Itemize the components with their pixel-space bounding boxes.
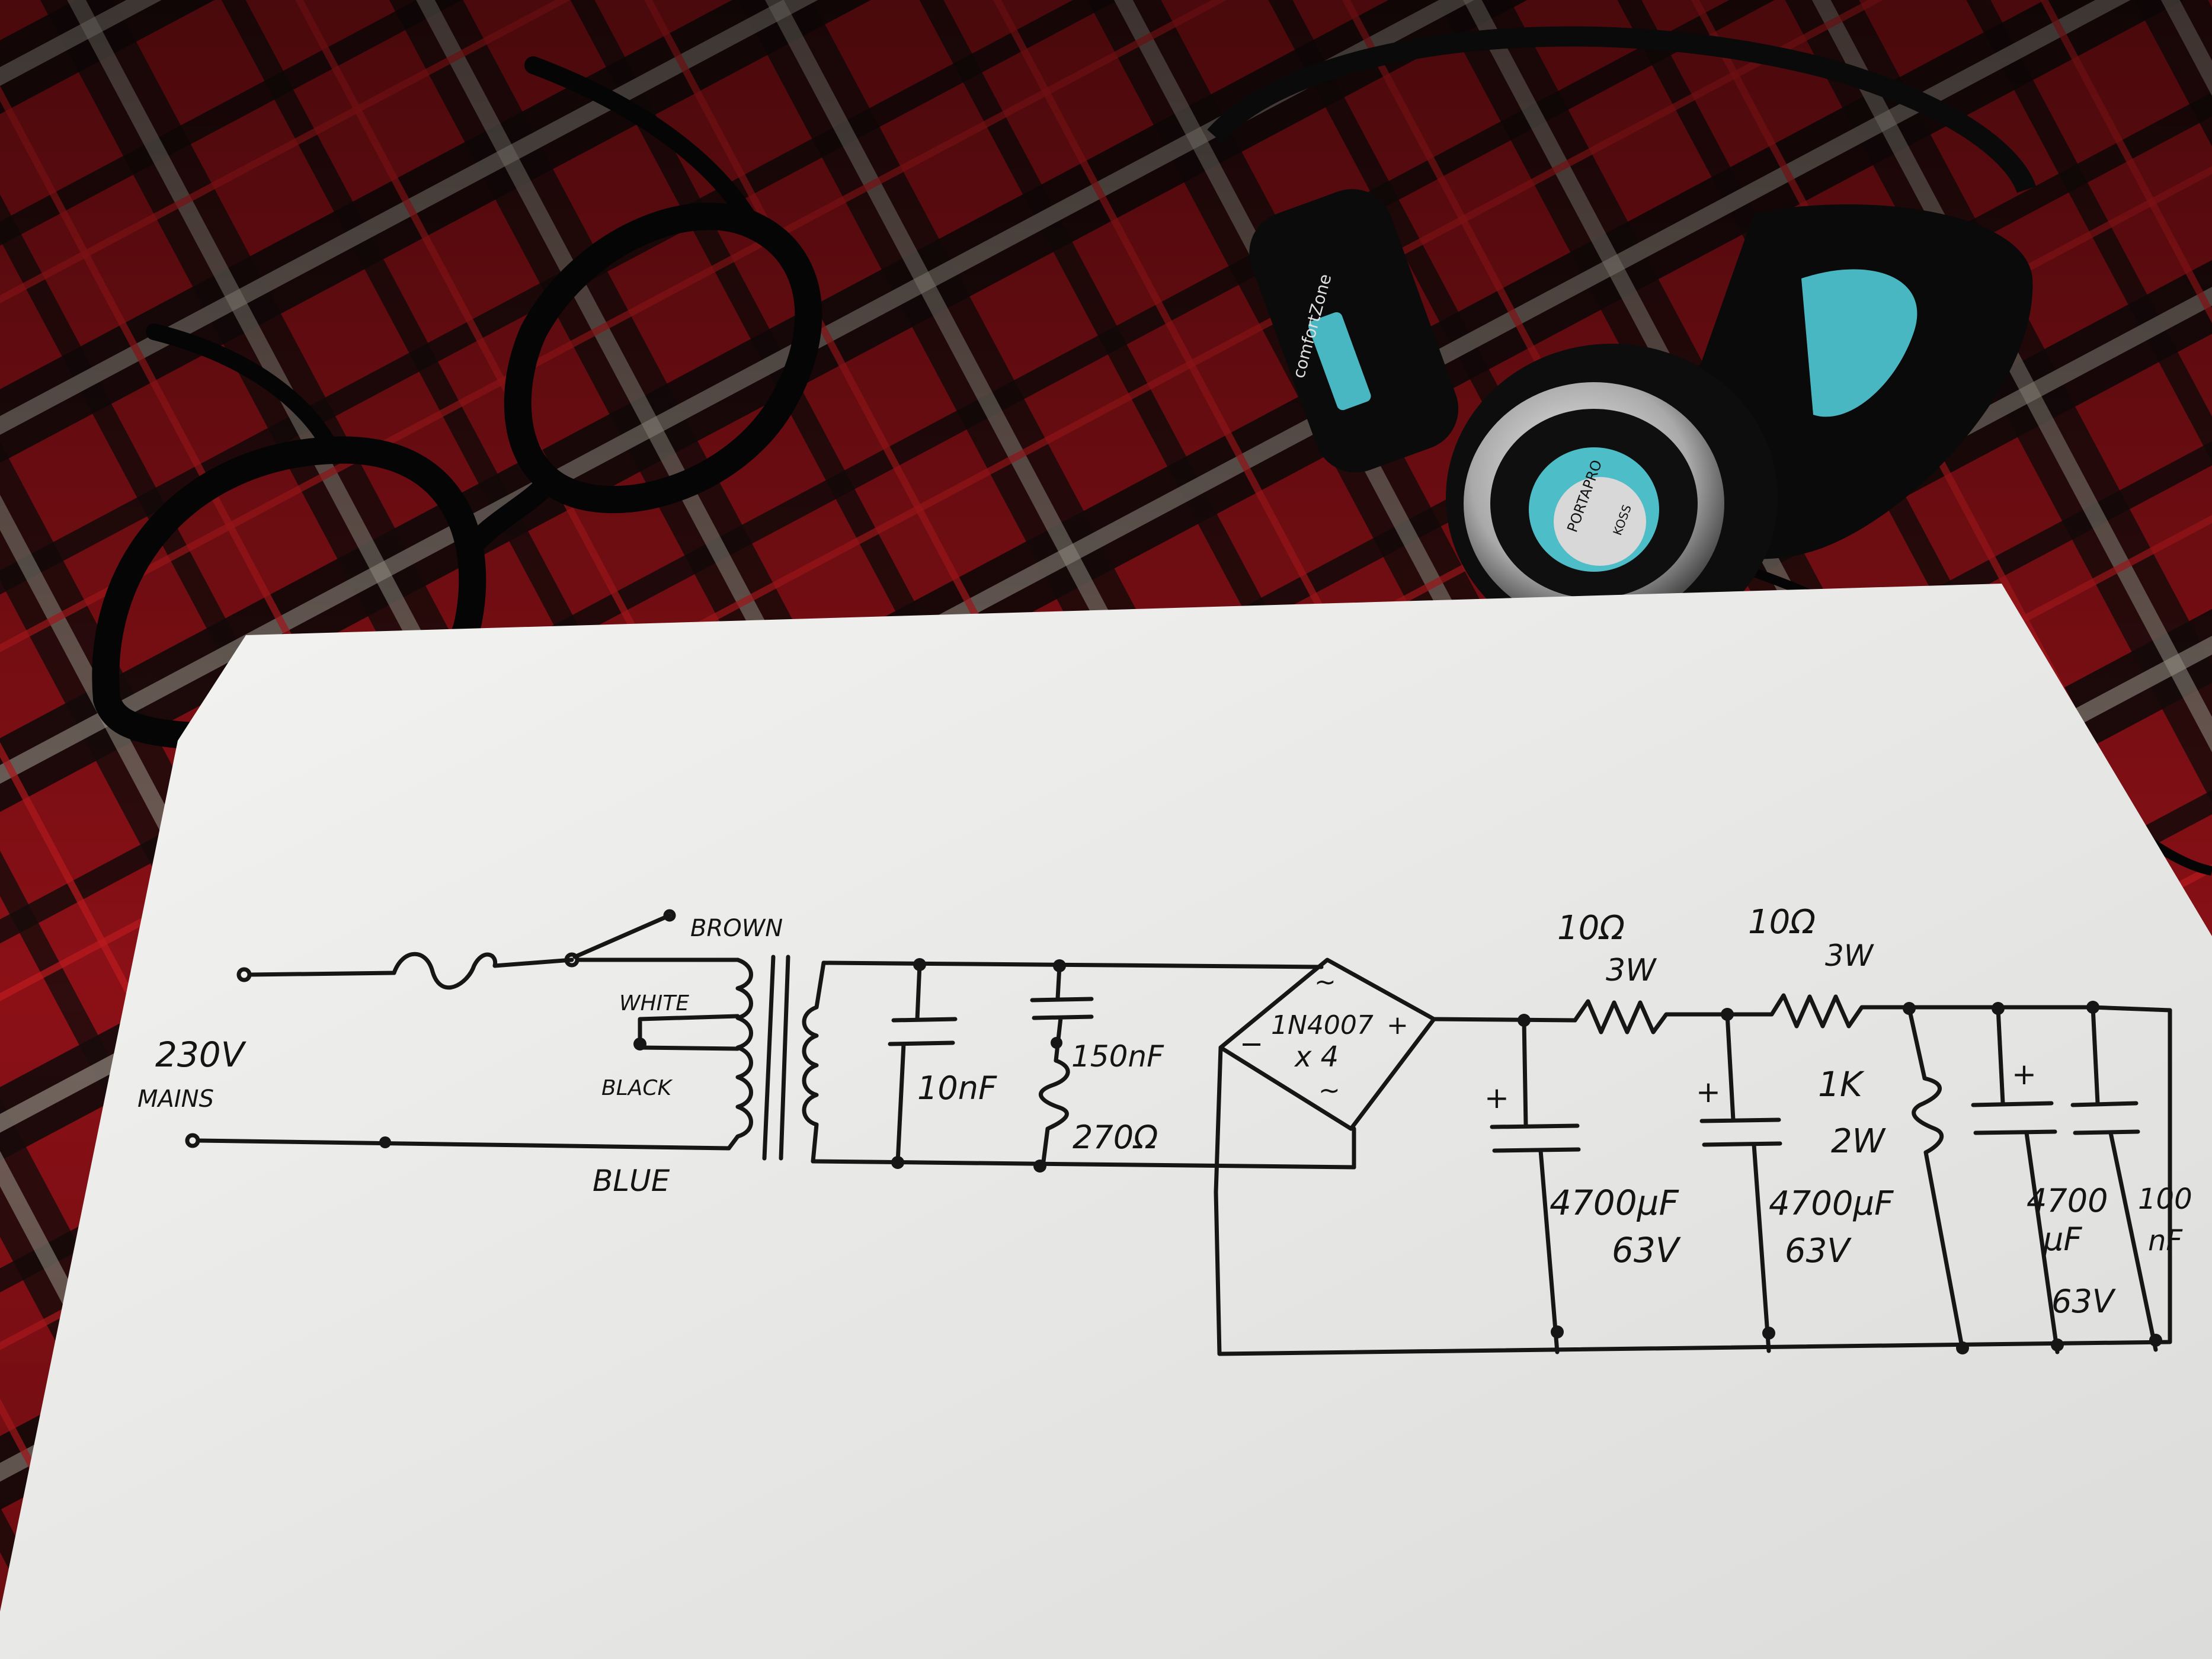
wire-blue-label: BLUE <box>593 1164 670 1198</box>
bridge-ac-bottom: ~ <box>1318 1075 1340 1106</box>
mains-voltage-label: 230V <box>155 1035 247 1075</box>
transformer-core-line-1 <box>762 955 776 1161</box>
wire-brown-label: BROWN <box>690 915 783 942</box>
resistor-1k-power: 2W <box>1831 1122 1887 1161</box>
transformer-secondary-winding <box>802 960 826 1164</box>
cap-filter-1 <box>1490 1018 1581 1354</box>
bridge-diode-label: 1N4007 <box>1271 1010 1374 1040</box>
wire-white-label: WHITE <box>619 991 689 1016</box>
mains-live-wire <box>248 971 396 977</box>
cap-150nf-lead <box>1030 963 1094 1063</box>
cap-filter-3-voltage: 63V <box>2051 1283 2117 1320</box>
cap-filter-2 <box>1699 1012 1782 1353</box>
resistor-1k-value: 1K <box>1818 1064 1865 1104</box>
cap-bypass-value: 100 <box>2138 1183 2192 1216</box>
transformer-core-line-2 <box>779 955 790 1161</box>
cap-filter-2-plus: + <box>1696 1075 1721 1109</box>
resistor-10r-1-power: 3W <box>1606 953 1657 988</box>
cap-filter-3-value: 4700 <box>2027 1182 2108 1219</box>
mains-neutral-wire <box>196 1138 731 1151</box>
headband <box>1207 26 2037 194</box>
bridge-rectifier-diamond <box>1218 957 1436 1131</box>
cap-filter-3-unit: μF <box>2043 1221 2082 1258</box>
left-earcup-side: comfortZone <box>1249 189 1459 473</box>
eyeglasses <box>92 56 822 751</box>
cap-10nf-lead <box>888 962 958 1165</box>
cap-filter-1-voltage: 63V <box>1612 1230 1682 1270</box>
resistor-270r-symbol <box>1039 1058 1070 1168</box>
fuse-symbol <box>392 952 498 990</box>
right-earcup: PORTAPRO KOSS <box>1446 204 2033 652</box>
secondary-top-rail <box>821 960 1324 969</box>
resistor-10r-2-value: 10Ω <box>1748 903 1816 941</box>
primary-tap-dot <box>633 1037 646 1051</box>
cap-filter-2-value: 4700μF <box>1769 1184 1894 1223</box>
wire-black-label: BLACK <box>601 1076 673 1100</box>
schematic: 230V MAINS BROWN WHITE BLACK BLUE <box>137 903 2192 1356</box>
cap-bypass-unit: nF <box>2148 1224 2183 1257</box>
cap-filter-1-value: 4700μF <box>1550 1183 1680 1223</box>
wire-fuse-to-switch <box>492 957 574 968</box>
cap-150nf-label: 150nF <box>1071 1039 1164 1074</box>
bridge-count-label: x 4 <box>1294 1040 1339 1074</box>
cap-filter-2-voltage: 63V <box>1785 1232 1852 1270</box>
dc-positive-rail-1 <box>1432 1017 1577 1023</box>
mains-label: MAINS <box>137 1085 214 1113</box>
resistor-10r-1-value: 10Ω <box>1557 909 1625 947</box>
bridge-ac-top: ~ <box>1314 967 1336 997</box>
junction-dot <box>1051 1037 1062 1049</box>
switch-lever <box>572 913 672 959</box>
dc-negative-rail <box>1214 1008 2172 1356</box>
switch-contact <box>663 909 676 922</box>
resistor-10r-2 <box>1725 993 2172 1029</box>
resistor-10r-1 <box>1573 999 1730 1035</box>
bridge-plus-terminal: + <box>1387 1010 1408 1040</box>
paper-sheet <box>0 584 2212 1659</box>
junction-dot <box>379 1136 391 1148</box>
resistor-1k-bleeder <box>1907 1006 1965 1352</box>
cap-filter-3-plus: + <box>2012 1057 2037 1091</box>
cap-filter-3 <box>1971 1006 2060 1354</box>
cap-bypass-100nf <box>2070 1005 2158 1352</box>
resistor-270r-label: 270Ω <box>1073 1119 1158 1156</box>
resistor-10r-2-power: 3W <box>1825 939 1874 973</box>
cap-filter-1-plus: + <box>1484 1081 1509 1115</box>
bridge-minus-terminal: − <box>1240 1027 1263 1061</box>
cap-10nf-label: 10nF <box>917 1069 997 1107</box>
